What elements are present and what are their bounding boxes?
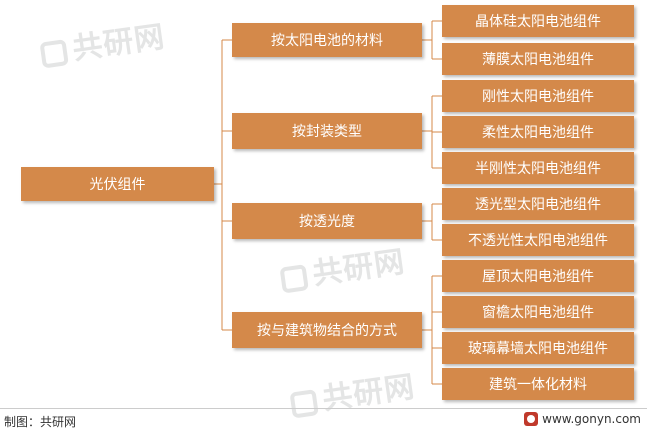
leaf-label: 薄膜太阳电池组件 — [482, 52, 594, 68]
leaf-node: 不透光性太阳电池组件 — [442, 224, 634, 256]
leaf-label: 建筑一体化材料 — [489, 377, 587, 393]
leaf-label: 半刚性太阳电池组件 — [475, 161, 601, 177]
leaf-label: 屋顶太阳电池组件 — [482, 269, 594, 285]
leaf-label: 玻璃幕墙太阳电池组件 — [468, 341, 608, 357]
category-label: 按封装类型 — [292, 124, 362, 140]
leaf-node: 屋顶太阳电池组件 — [442, 260, 634, 292]
leaf-node: 透光型太阳电池组件 — [442, 188, 634, 220]
leaf-label: 晶体硅太阳电池组件 — [475, 14, 601, 30]
leaf-node: 窗檐太阳电池组件 — [442, 296, 634, 328]
category-label: 按与建筑物结合的方式 — [257, 323, 397, 339]
root-node-label: 光伏组件 — [89, 177, 146, 193]
category-node-building: 按与建筑物结合的方式 — [232, 312, 422, 348]
gonyn-logo-icon — [524, 412, 539, 426]
website-url: www.gonyn.com — [542, 412, 641, 426]
leaf-node: 柔性太阳电池组件 — [442, 116, 634, 148]
leaf-node: 晶体硅太阳电池组件 — [442, 5, 634, 37]
leaf-label: 柔性太阳电池组件 — [482, 125, 594, 141]
category-node-transparency: 按透光度 — [232, 203, 422, 239]
leaf-label: 不透光性太阳电池组件 — [468, 233, 608, 249]
leaf-label: 窗檐太阳电池组件 — [482, 305, 594, 321]
leaf-node: 半刚性太阳电池组件 — [442, 152, 634, 184]
footer: 制图：共研网 www.gonyn.com — [0, 408, 647, 431]
leaf-node: 薄膜太阳电池组件 — [442, 43, 634, 75]
root-node: 光伏组件 — [21, 167, 214, 201]
source-credit: 制图：共研网 — [4, 415, 77, 429]
leaf-node: 建筑一体化材料 — [442, 368, 634, 400]
website-credit: www.gonyn.com — [524, 412, 641, 426]
category-node-packaging: 按封装类型 — [232, 113, 422, 149]
category-label: 按透光度 — [299, 214, 355, 230]
leaf-label: 透光型太阳电池组件 — [475, 197, 601, 213]
leaf-node: 刚性太阳电池组件 — [442, 80, 634, 112]
leaf-label: 刚性太阳电池组件 — [482, 89, 594, 105]
category-label: 按太阳电池的材料 — [271, 33, 383, 49]
category-node-material: 按太阳电池的材料 — [232, 23, 422, 57]
leaf-node: 玻璃幕墙太阳电池组件 — [442, 332, 634, 364]
